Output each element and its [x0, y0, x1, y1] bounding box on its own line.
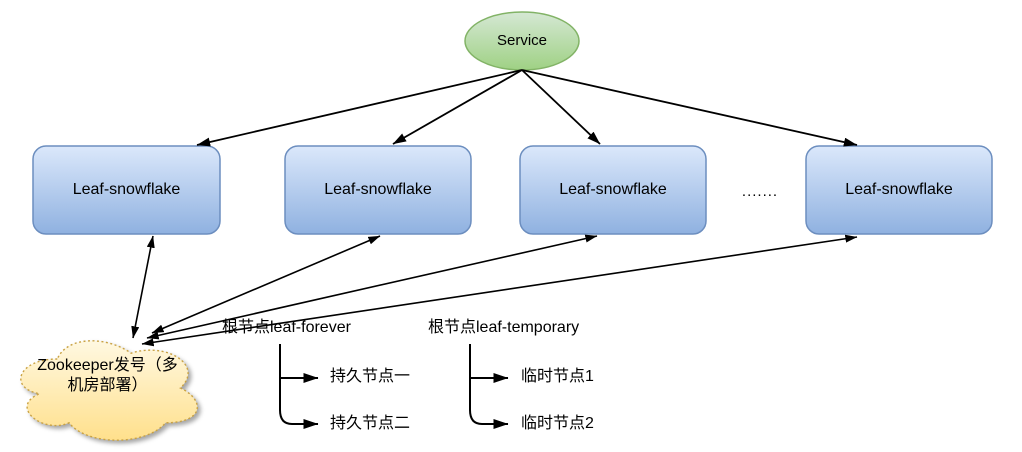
zookeeper-label-line2: 机房部署） — [67, 377, 148, 394]
temporary-child-1-label: 临时节点1 — [521, 368, 594, 385]
leaf-snowflake-box-1 — [32, 145, 221, 235]
leaf-snowflake-box-2 — [284, 145, 472, 235]
zookeeper-cloud — [20, 340, 198, 441]
leaf-snowflake-label-2: Leaf-snowflake — [324, 181, 432, 198]
zookeeper-label: Zookeeper发号（多机房部署） — [20, 356, 195, 396]
temporary-child-2-label: 临时节点2 — [521, 415, 594, 432]
leaf-snowflake-label-1: Leaf-snowflake — [72, 181, 181, 198]
leaf-snowflake-label-4: Leaf-snowflake — [845, 181, 953, 198]
forever-root-label: 根节点leaf-forever — [222, 319, 351, 336]
leaf-snowflake-box-4 — [805, 145, 993, 235]
leaf-snowflake-label-3: Leaf-snowflake — [559, 181, 667, 198]
leaf-snowflake-box-3 — [519, 145, 707, 235]
ellipsis-label: ....... — [741, 183, 779, 200]
service-label: Service — [496, 32, 548, 49]
temporary-root-label: 根节点leaf-temporary — [428, 319, 580, 336]
forever-child-1-label: 持久节点一 — [330, 368, 411, 385]
zookeeper-label-line1: Zookeeper发号（多 — [37, 357, 178, 374]
forever-child-2-label: 持久节点二 — [330, 415, 411, 432]
